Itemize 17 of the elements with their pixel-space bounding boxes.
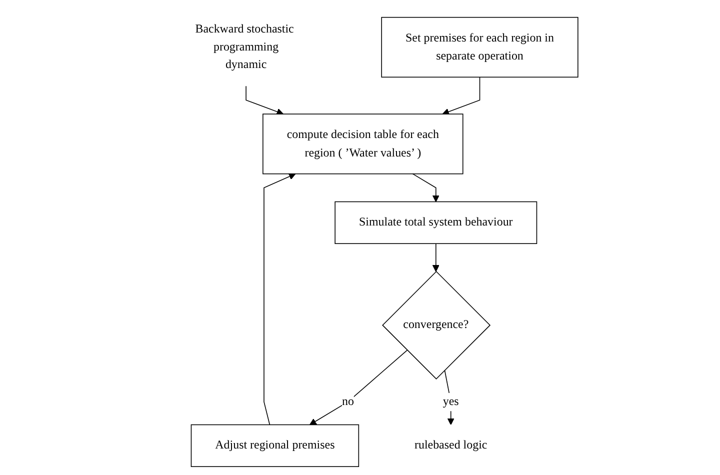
arrow: [442, 76, 480, 116]
flowchart: Set premises for each region in separate operation compute decision table for each region ( ’Water values’ ) Backward stochastic programming dynamic Simulate total system behaviour convergence? Adjust regional premises rulebased logic no yes: [136, 2, 584, 473]
node-box: [262, 114, 464, 174]
node-text: Backward stochastic programming dynamic: [195, 22, 294, 72]
arrow: [412, 173, 440, 202]
node-diamond: [382, 270, 490, 380]
node-box: [381, 16, 578, 78]
edge-label: yes: [442, 395, 459, 408]
arrow: [432, 243, 440, 272]
node-text: rulebased logic: [414, 439, 488, 452]
node-box: [334, 201, 537, 244]
node-box: [190, 424, 359, 467]
arrow: [263, 173, 296, 426]
arrow: [309, 350, 408, 426]
arrow: [444, 370, 454, 426]
edge-label: no: [342, 395, 354, 408]
arrow: [245, 86, 284, 116]
